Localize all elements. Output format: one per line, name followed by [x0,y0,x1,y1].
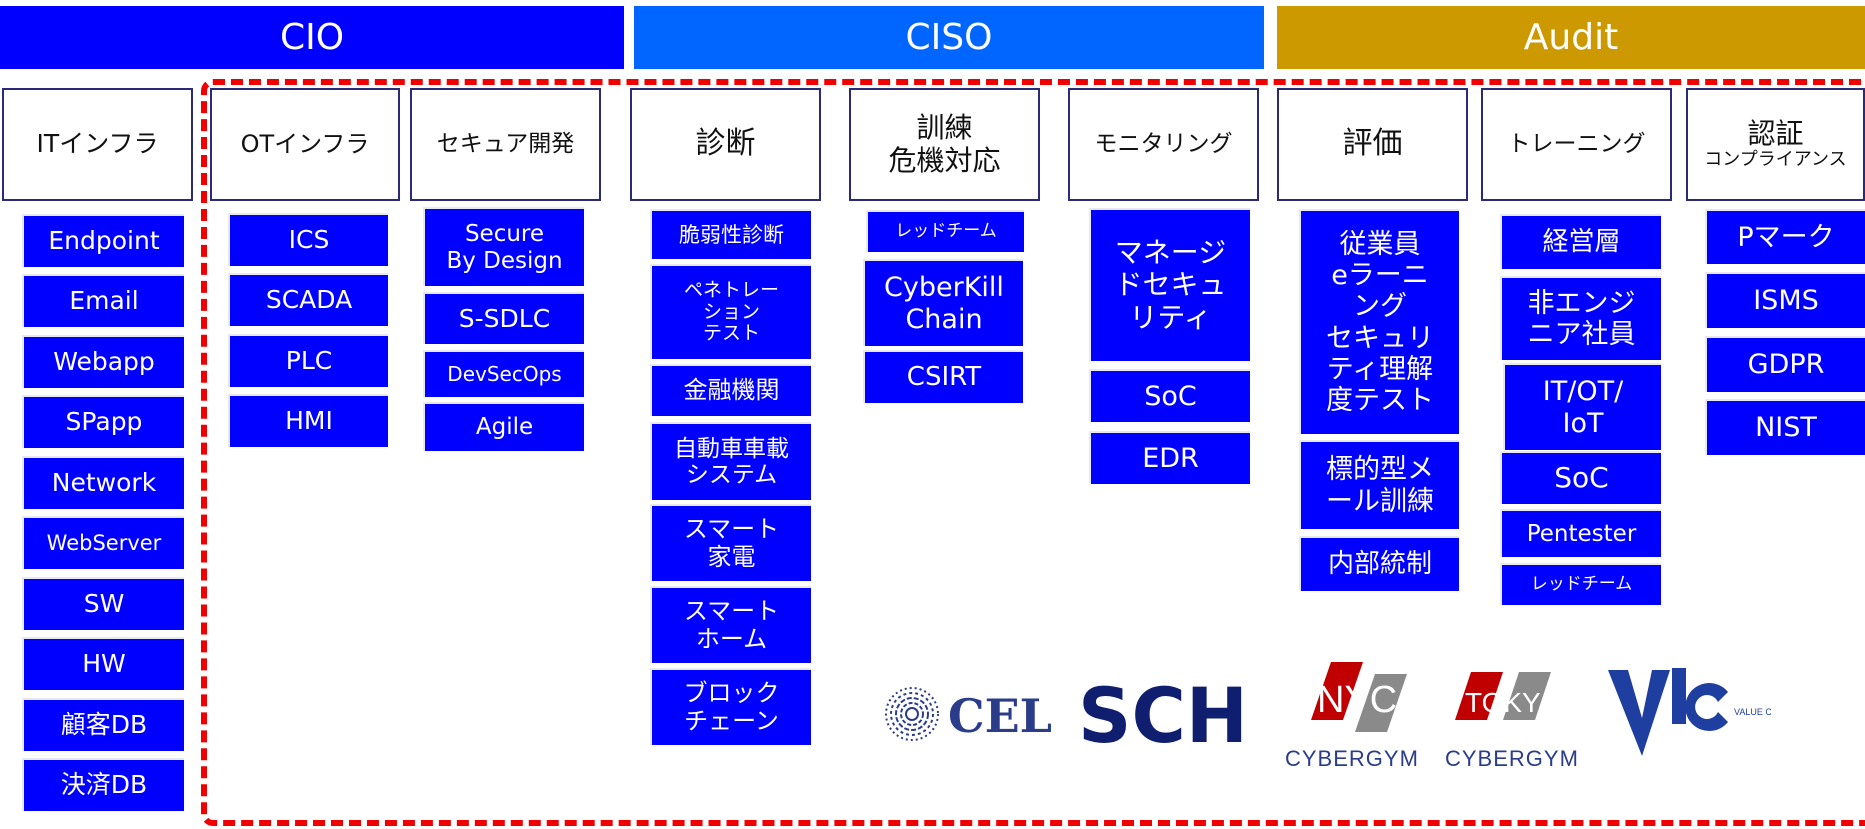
ot-ciso-audit-scope-frame [201,79,1865,826]
ciso-band: CISO [634,6,1264,69]
list-item-financial: 金融機関 [650,364,811,416]
list-item-smart-home: スマート ホーム [650,586,811,663]
list-item-webapp: Webapp [22,335,184,388]
list-item-nist: NIST [1705,399,1865,455]
list-item-soc: SoC [1089,369,1250,422]
list-item-red-team-training: レッドチーム [1500,563,1661,605]
column-title: ITインフラ [36,129,159,159]
list-item-s-sdlc: S-SDLC [423,292,584,344]
list-item-gdpr: GDPR [1705,336,1865,392]
sch-logo: SCH [1078,671,1253,760]
list-item-scada: SCADA [228,273,388,326]
list-item-hw: HW [22,637,184,690]
list-item-managed-security: マネージ ドセキュ リティ [1089,208,1250,361]
column-header-training2: トレーニング [1481,88,1672,201]
cel-wordmark: CEL [948,689,1052,743]
list-item-spapp: SPapp [22,395,184,448]
list-item-vuln-assessment: 脆弱性診断 [650,209,811,259]
list-item-pmark: Pマーク [1705,209,1865,264]
audit-label: Audit [1523,17,1619,58]
list-item-internal-control: 内部統制 [1299,536,1459,591]
list-item-automotive: 自動車車載 システム [650,422,811,500]
column-header-evaluation: 評価 [1277,88,1468,201]
cybergym-nyc-logo: NYC CYBERGYM [1283,660,1433,775]
list-item-secure-by-design: Secure By Design [423,207,584,286]
list-item-it-ot-iot: IT/OT/ IoT [1503,363,1661,450]
audit-band: Audit [1277,6,1865,69]
list-item-payment-db: 決済DB [22,758,184,811]
column-header-training: 訓練 危機対応 [849,88,1040,201]
list-item-customer-db: 顧客DB [22,698,184,751]
list-item-ics: ICS [228,213,388,266]
list-item-csirt: CSIRT [863,350,1023,403]
cio-band: CIO [0,6,624,69]
column-header-certification: 認証 コンプライアンス [1686,88,1865,201]
nyc-label: NYC [1317,679,1397,721]
column-title: モニタリング [1094,131,1233,158]
cio-label: CIO [279,17,345,58]
column-title: トレーニング [1507,131,1646,158]
cel-fingerprint-icon: CEL [885,687,1052,743]
list-item-endpoint: Endpoint [22,214,184,267]
list-item-network: Network [22,456,184,509]
column-title: OTインフラ [240,129,370,158]
column-header-it-infra: ITインフラ [2,88,193,201]
column-header-ot-infra: OTインフラ [210,88,400,201]
list-item-smart-appliance: スマート 家電 [650,504,811,581]
list-item-blockchain: ブロック チェーン [650,668,811,745]
column-title: 診断 [695,126,756,162]
list-item-soc-training: SoC [1500,451,1661,504]
column-title: 訓練 [916,111,973,145]
value-create-tagline: VALUE CREATE [1734,707,1771,717]
column-subtitle: 危機対応 [888,143,1001,177]
cybergym-label: CYBERGYM [1445,746,1579,771]
value-create-logo: VALUE CREATE [1606,660,1801,760]
column-title: 認証 [1747,117,1804,151]
list-item-pentester: Pentester [1500,509,1661,557]
list-item-hmi: HMI [228,394,388,447]
list-item-devsecops: DevSecOps [423,350,584,397]
list-item-sw: SW [22,577,184,630]
list-item-phishing-training: 標的型メ ール訓練 [1299,440,1459,529]
column-header-diagnosis: 診断 [630,88,821,201]
list-item-pentest: ペネトレー ション テスト [650,264,811,359]
list-item-email: Email [22,274,184,327]
list-item-red-team: レッドチーム [866,210,1024,252]
list-item-cyber-kill-chain: CyberKill Chain [863,259,1023,346]
cybergym-tokyo-logo: TOKYO CYBERGYM [1443,660,1593,775]
column-header-secure-dev: セキュア開発 [410,88,601,201]
list-item-edr: EDR [1089,431,1250,484]
list-item-plc: PLC [228,334,388,387]
list-item-agile: Agile [423,402,584,451]
column-title: セキュア開発 [436,131,575,158]
column-title: 評価 [1342,126,1403,162]
list-item-executives: 経営層 [1500,214,1661,269]
column-subtitle: コンプライアンス [1704,149,1847,171]
column-header-monitoring: モニタリング [1068,88,1259,201]
list-item-isms: ISMS [1705,272,1865,328]
ciso-label: CISO [905,17,993,58]
tokyo-label: TOKYO [1465,687,1563,718]
cybergym-label: CYBERGYM [1285,746,1419,771]
cel-logo: CEL [880,680,1052,748]
list-item-elearning-test: 従業員 eラーニ ング セキュリ ティ理解 度テスト [1299,209,1459,434]
list-item-webserver: WebServer [22,516,184,569]
list-item-non-engineers: 非エンジ ニア社員 [1500,276,1661,360]
sch-wordmark: SCH [1078,672,1248,752]
